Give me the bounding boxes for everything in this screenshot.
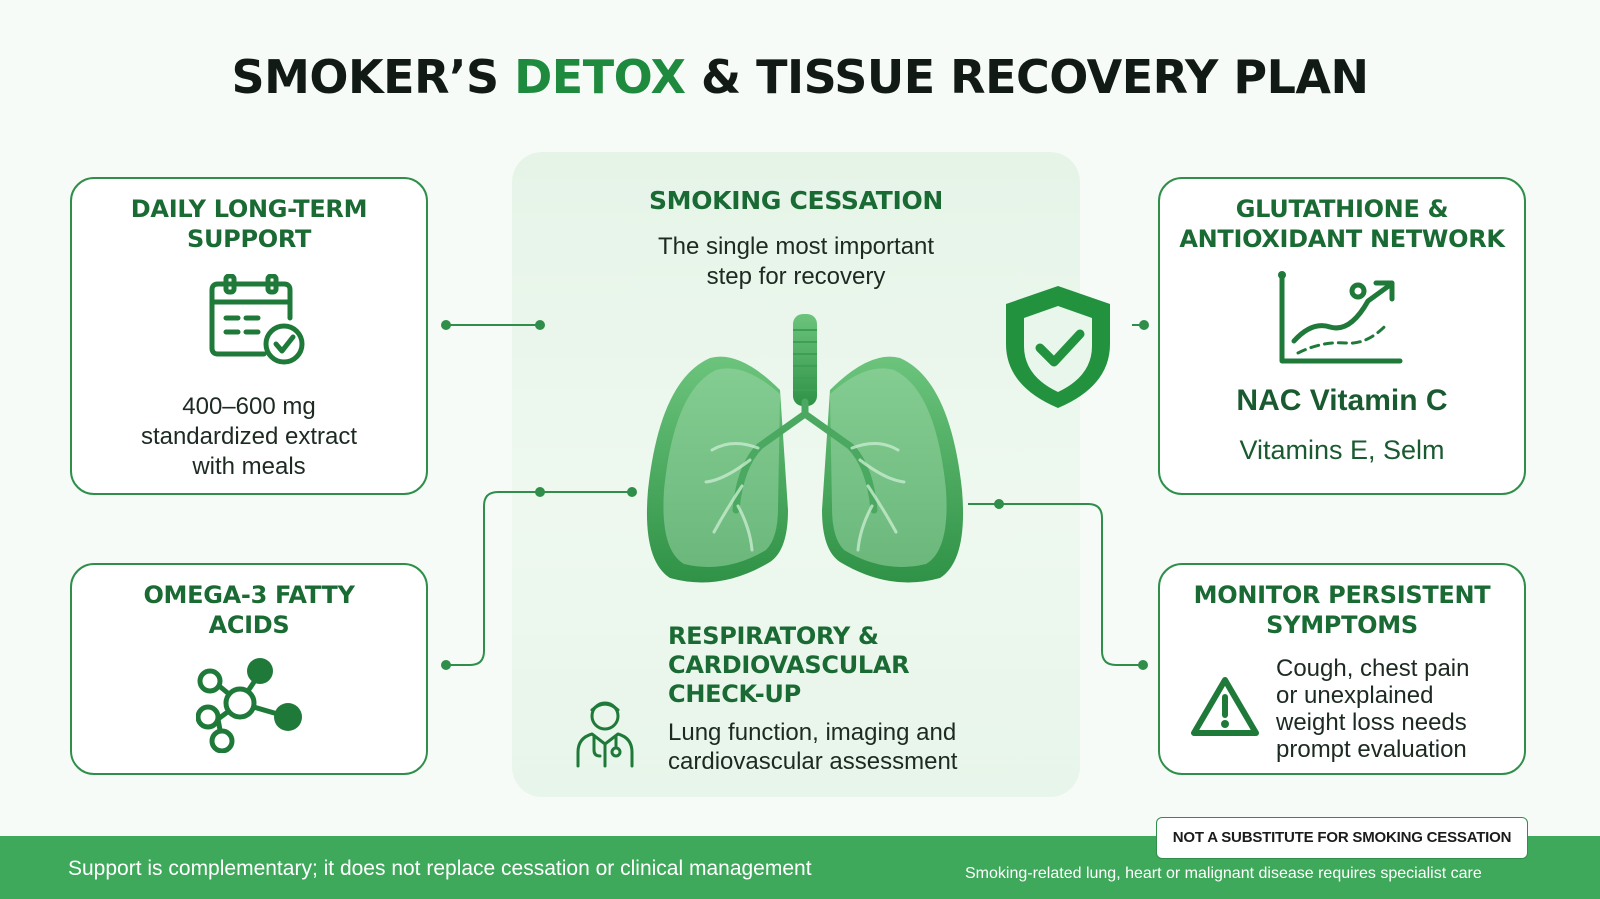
center-panel xyxy=(512,152,1080,797)
lungs-icon xyxy=(640,310,970,605)
page-title: SMOKER’S DETOX & TISSUE RECOVERY PLAN xyxy=(231,50,1369,104)
glutathione-title: GLUTATHIONE &ANTIOXIDANT NETWORK xyxy=(1179,195,1505,253)
glutathione-main-text: NAC Vitamin C xyxy=(1236,384,1448,417)
cessation-title: SMOKING CESSATION xyxy=(648,186,944,215)
doctor-icon xyxy=(574,696,636,773)
shield-check-icon xyxy=(998,282,1118,417)
footer-disclaimer: Support is complementary; it does not re… xyxy=(68,857,812,880)
substitute-badge: NOT A SUBSTITUTE FOR SMOKING CESSATION xyxy=(1156,817,1528,859)
rising-chart-icon xyxy=(1272,271,1412,372)
molecule-icon xyxy=(195,657,308,758)
footer-specialist-note: Smoking-related lung, heart or malignant… xyxy=(965,865,1482,882)
glutathione-card: GLUTATHIONE &ANTIOXIDANT NETWORK NAC Vit… xyxy=(1158,177,1526,495)
glutathione-sub-text: Vitamins E, Selm xyxy=(1239,435,1445,465)
calendar-check-icon xyxy=(206,273,306,371)
warning-triangle-icon xyxy=(1190,675,1260,742)
